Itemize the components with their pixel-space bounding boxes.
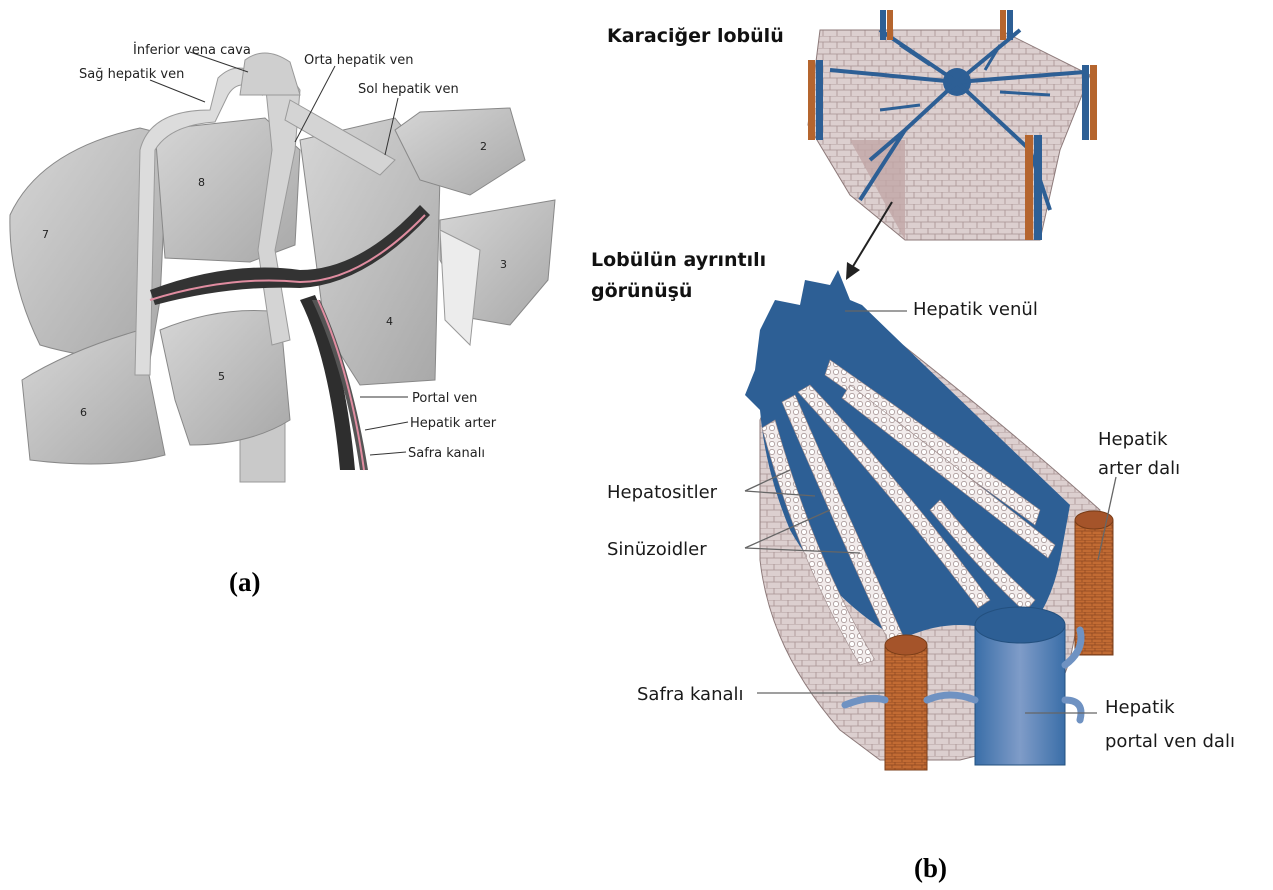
panel-b-detail-wedge — [745, 270, 1113, 770]
label-bile-duct: Safra kanalı — [408, 446, 485, 461]
zoom-arrow — [846, 202, 892, 280]
segment-label: 7 — [42, 228, 49, 241]
label-portal-vein-branch-1: Hepatik — [1105, 697, 1175, 718]
label-right-hepatic-vein: Sağ hepatik ven — [79, 67, 184, 82]
label-hepatic-artery-1: Hepatik — [1098, 429, 1168, 450]
segment-label: 2 — [480, 140, 487, 153]
segment-label: 6 — [80, 406, 87, 419]
title-liver-lobule: Karaciğer lobülü — [607, 25, 784, 47]
label-hepatocytes: Hepatositler — [607, 482, 718, 503]
label-hepatic-artery: Hepatik arter — [410, 416, 497, 431]
segment-label: 4 — [386, 315, 393, 328]
segment-label: 5 — [218, 370, 225, 383]
label-inferior-vena-cava: İnferior vena cava — [133, 42, 251, 58]
title-detail-line1: Lobülün ayrıntılı — [591, 249, 766, 271]
label-middle-hepatic-vein: Orta hepatik ven — [304, 53, 414, 68]
label-hepatic-artery-2: arter dalı — [1098, 458, 1180, 479]
label-left-hepatic-vein: Sol hepatik ven — [358, 82, 459, 97]
segment-label: 8 — [198, 176, 205, 189]
label-hepatic-venule: Hepatik venül — [913, 299, 1038, 320]
label-bile-duct-b: Safra kanalı — [637, 684, 744, 705]
label-sinusoids: Sinüzoidler — [607, 539, 707, 560]
title-detail-line2: görünüşü — [591, 280, 692, 302]
panel-a-caption: (a) — [229, 567, 260, 598]
label-portal-vein: Portal ven — [412, 391, 477, 406]
label-portal-vein-branch-2: portal ven dalı — [1105, 731, 1235, 752]
segment-label: 3 — [500, 258, 507, 271]
panel-b-caption: (b) — [914, 853, 947, 884]
panel-b-lobule-illustration — [808, 10, 1097, 240]
